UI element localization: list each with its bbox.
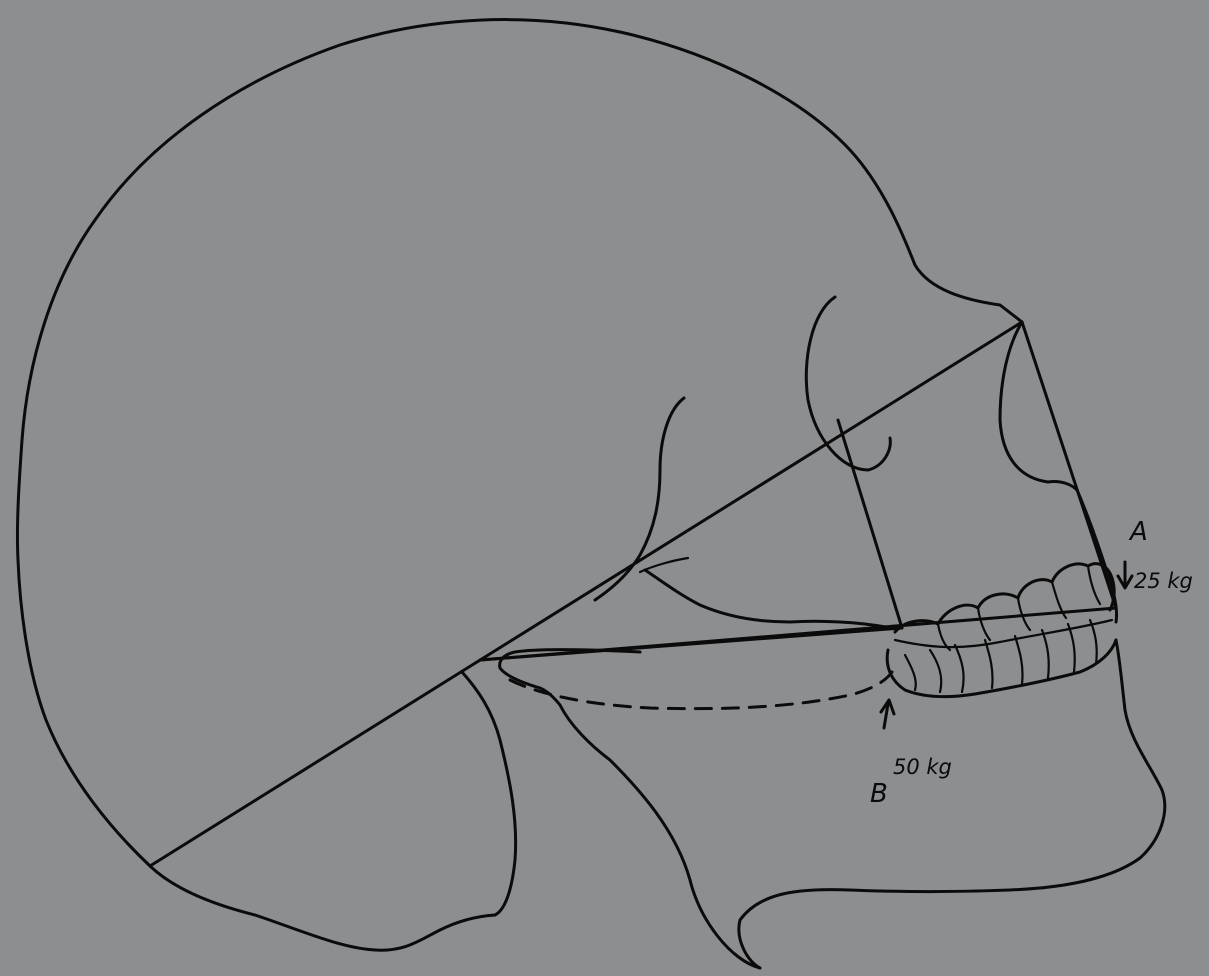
arch-inner-line <box>640 558 688 572</box>
zygomatic-arch <box>645 570 892 628</box>
zygomatic-outline <box>595 398 684 600</box>
lower-lever-line <box>480 628 902 660</box>
muscle-line <box>838 420 902 628</box>
lower-teeth-lines <box>905 620 1097 692</box>
force-a-label: 25 kg <box>1134 569 1193 593</box>
brow-outline <box>1000 322 1077 490</box>
condyle-outline <box>462 672 516 915</box>
orbit-outline <box>806 297 890 470</box>
point-b-label: B <box>870 779 888 809</box>
skull-base-outline <box>150 866 495 950</box>
lower-teeth <box>887 640 1116 697</box>
force-b-label: 50 kg <box>893 755 952 779</box>
upper-teeth <box>895 564 1114 632</box>
force-arrow-b <box>881 700 894 728</box>
force-arrow-a <box>1118 562 1132 588</box>
mandibular-canal <box>510 672 892 709</box>
mandible-outline <box>540 640 1165 968</box>
point-a-label: A <box>1128 517 1148 547</box>
cranium-outline <box>17 20 1022 866</box>
